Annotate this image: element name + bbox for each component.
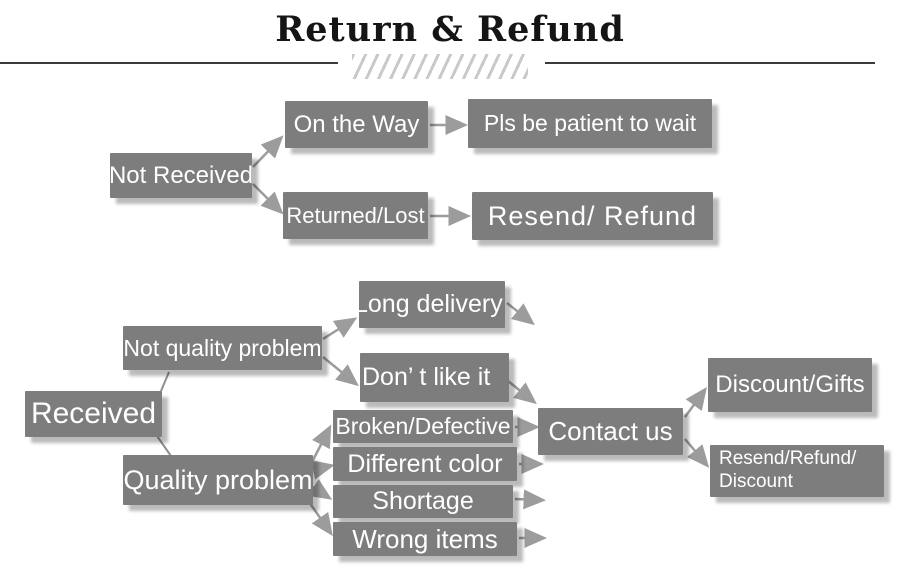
line-received-to-not-quality: [160, 371, 170, 392]
node-long-delivery-label: Long delivery: [359, 290, 503, 318]
arrow-not-received-to-returned-lost: [252, 183, 284, 215]
node-resend-refund: Resend/ Refund: [472, 192, 713, 240]
node-wrong-items-label: Wrong items: [352, 523, 498, 554]
node-different-color: Different color: [333, 447, 517, 481]
arrow-quality-to-different-color: [310, 460, 335, 480]
node-contact-us: Contact us: [538, 408, 683, 455]
node-discount-gifts: Discount/Gifts: [708, 358, 872, 412]
node-not-received: Not Received: [108, 153, 254, 198]
arrow-not-received-to-on-the-way: [252, 135, 284, 168]
node-returned-lost-label: Returned/Lost: [286, 202, 425, 228]
node-received: Received: [25, 391, 162, 437]
title-underline-left: [0, 62, 338, 64]
arrow-long-delivery-out: [506, 302, 535, 326]
node-pls-be-patient-label: Pls be patient to wait: [483, 110, 697, 136]
arrow-contact-us-to-resend-refund-discount: [684, 438, 710, 468]
node-on-the-way: On the Way: [285, 101, 428, 148]
node-broken-defective-label: Broken/Defective: [335, 413, 511, 439]
node-resend-refund-label: Resend/ Refund: [487, 200, 698, 231]
node-resend-refund-discount: Resend/Refund/ Discount: [710, 445, 884, 497]
node-shortage-label: Shortage: [372, 487, 474, 515]
node-returned-lost: Returned/Lost: [283, 192, 428, 239]
node-not-quality-problem-label: Not quality problem: [123, 334, 322, 361]
node-dont-like-it-label: Don’ t like it: [362, 363, 491, 391]
node-not-received-label: Not Received: [108, 161, 254, 189]
title-underline-right: [545, 62, 875, 64]
arrow-not-quality-to-dont-like: [322, 356, 359, 387]
arrow-quality-to-shortage: [307, 479, 333, 500]
arrow-contact-us-to-discount-gifts: [683, 386, 707, 418]
node-contact-us-label: Contact us: [548, 416, 673, 446]
node-quality-problem: Quality problem: [123, 455, 313, 505]
node-shortage: Shortage: [333, 485, 513, 518]
node-received-label: Received: [30, 397, 157, 430]
node-long-delivery: Long delivery: [359, 281, 505, 328]
node-dont-like-it: Don’ t like it: [360, 353, 509, 402]
node-on-the-way-label: On the Way: [293, 110, 420, 138]
node-quality-problem-label: Quality problem: [123, 464, 313, 495]
hatch-marks-decoration: [352, 54, 528, 79]
page-title: Return & Refund: [275, 9, 625, 50]
node-wrong-items: Wrong items: [333, 522, 517, 556]
line-received-to-quality: [156, 435, 172, 457]
node-resend-refund-discount-line2: Discount: [719, 471, 793, 492]
arrow-not-quality-to-long-delivery: [322, 317, 358, 341]
node-different-color-label: Different color: [347, 449, 503, 478]
arrow-dont-like-out: [507, 380, 537, 405]
arrow-quality-to-broken: [309, 424, 332, 465]
node-resend-refund-discount-line1: Resend/Refund/: [719, 448, 857, 470]
arrow-shortage-out: [514, 489, 546, 510]
arrow-quality-to-wrong-items: [307, 501, 333, 537]
node-pls-be-patient: Pls be patient to wait: [468, 99, 712, 148]
node-discount-gifts-label: Discount/Gifts: [715, 371, 865, 398]
node-not-quality-problem: Not quality problem: [123, 326, 322, 370]
node-broken-defective: Broken/Defective: [333, 410, 513, 443]
